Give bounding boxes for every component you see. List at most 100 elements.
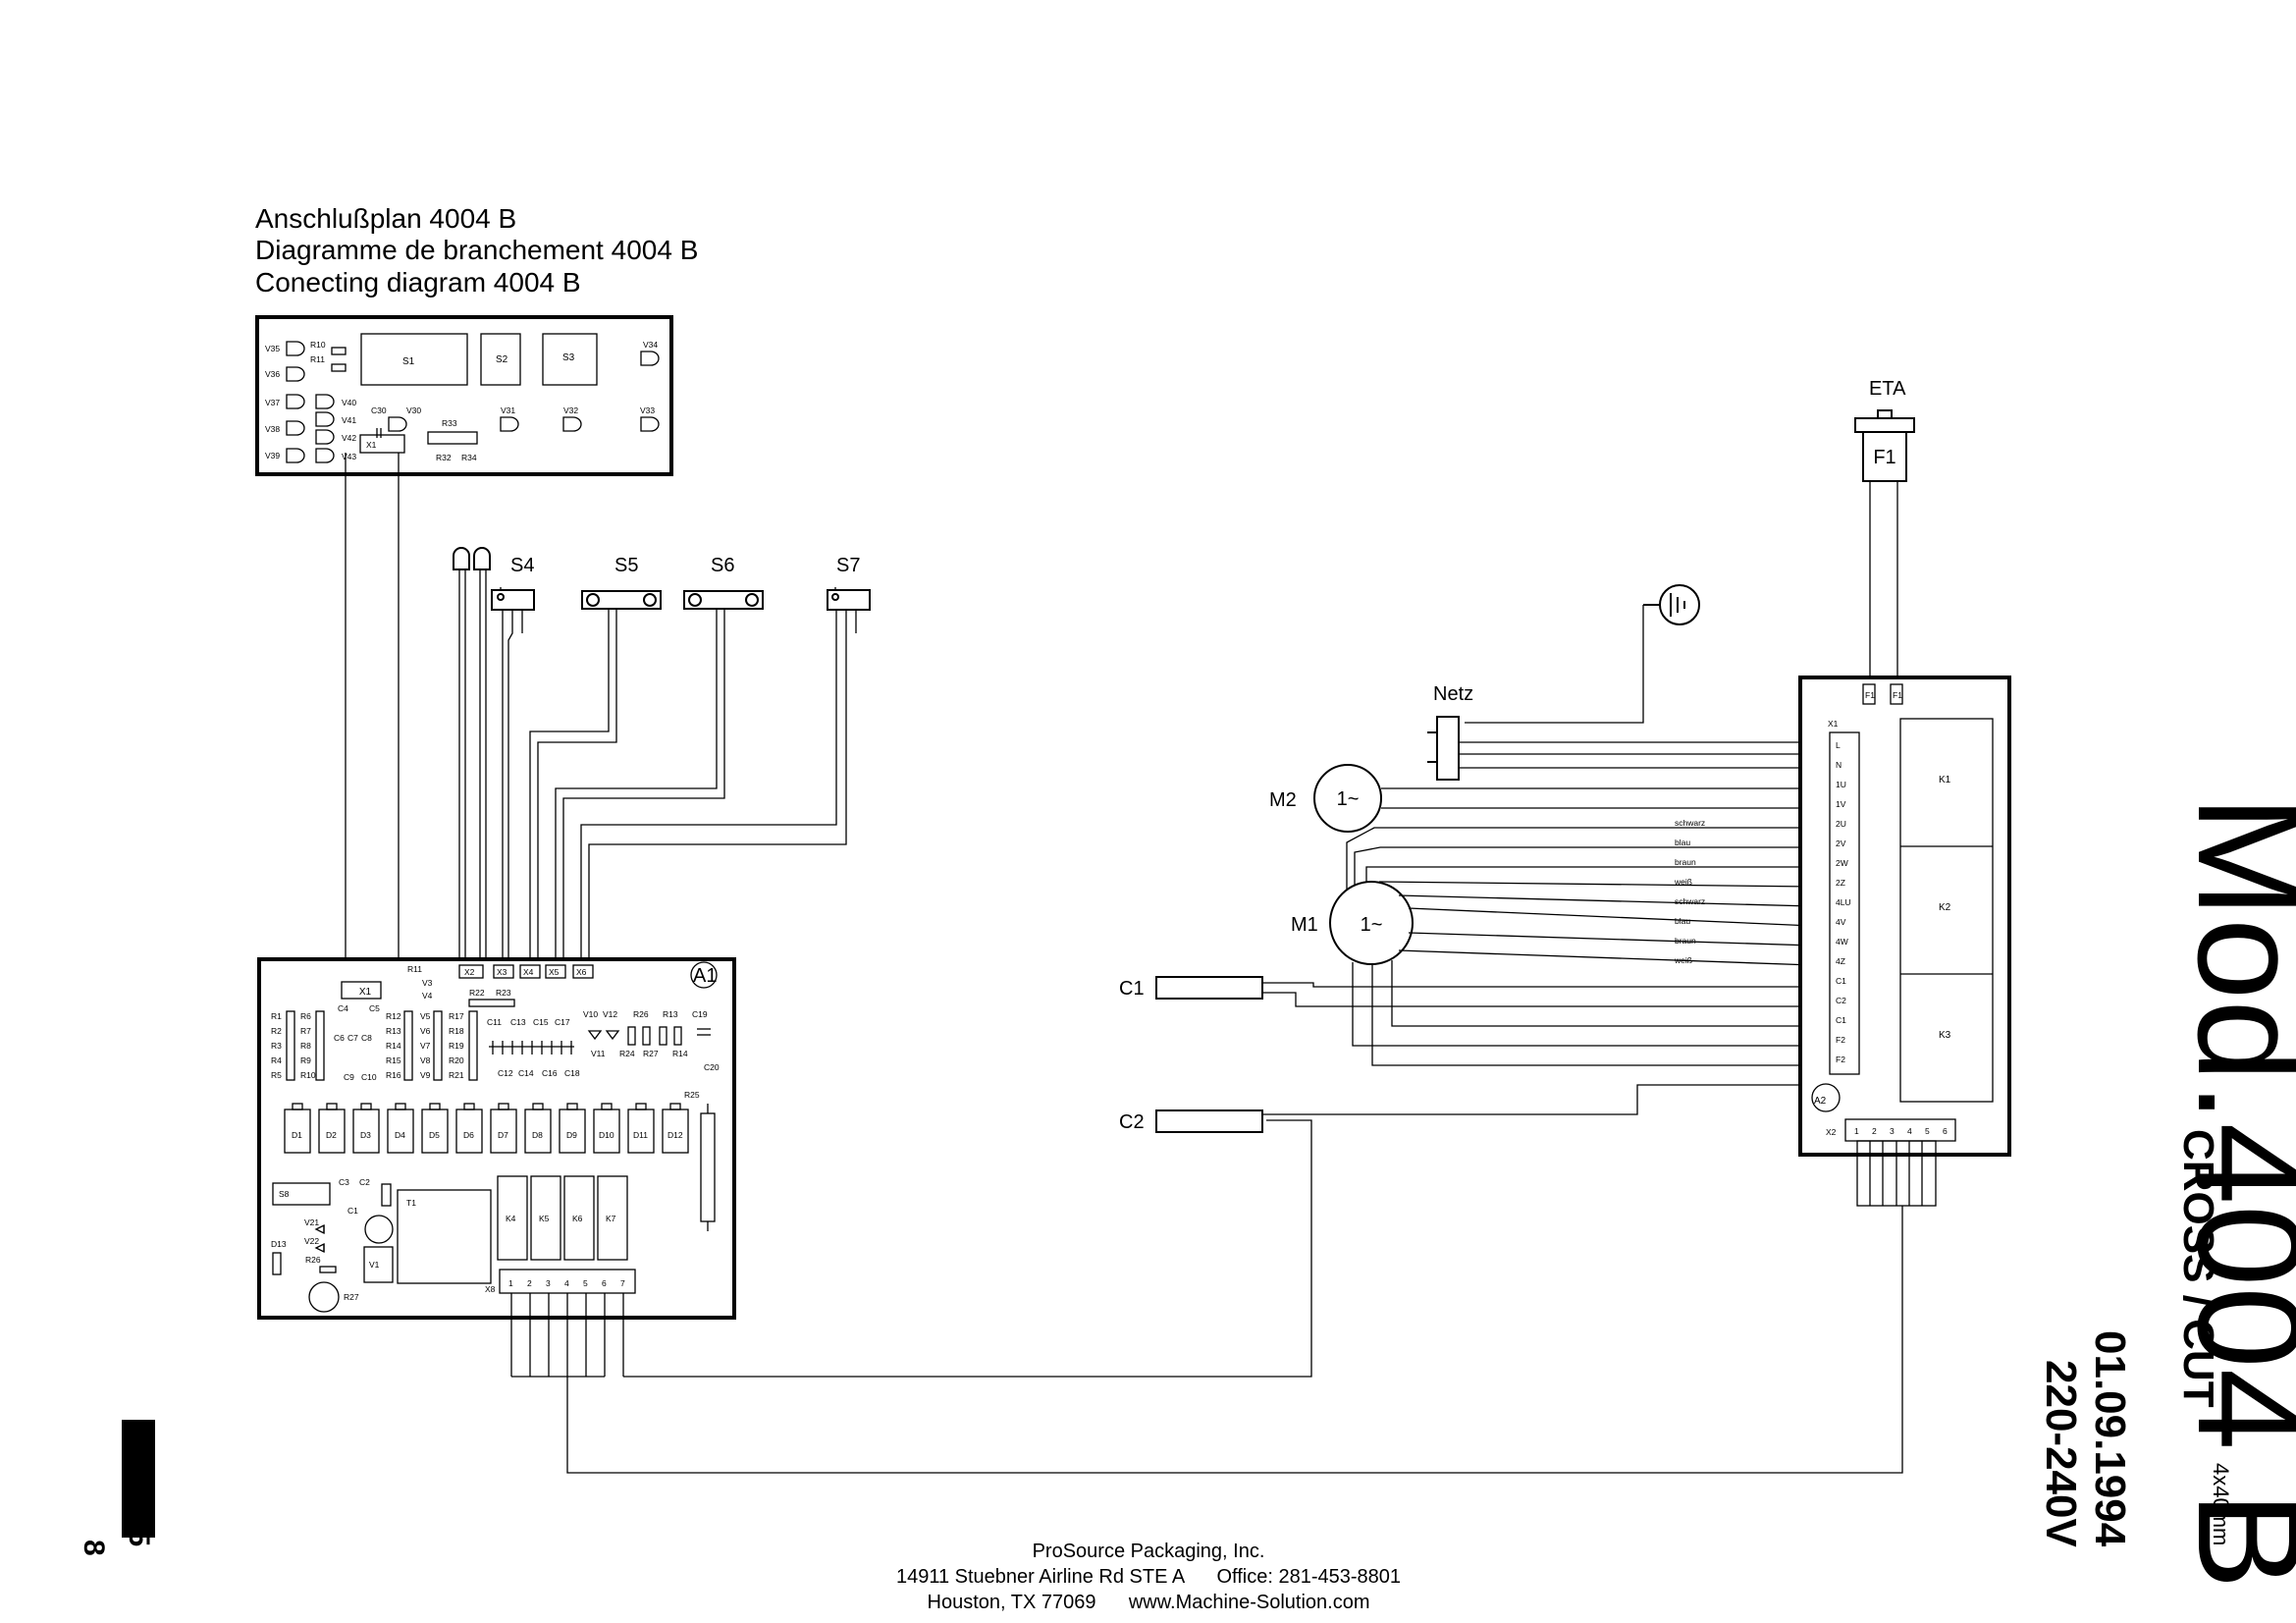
a1-r26b: R26 bbox=[305, 1255, 321, 1265]
a1-x5: X5 bbox=[549, 967, 560, 977]
page-number-group: 8 bbox=[78, 1540, 110, 1556]
a1-r13b: R13 bbox=[663, 1009, 678, 1019]
a2-terminal-label: 2W bbox=[1836, 858, 1848, 868]
a2-terminal-label: F2 bbox=[1836, 1055, 1845, 1064]
doc-number: 7004 745 bbox=[123, 1424, 155, 1546]
model-voltage: 220-240V bbox=[2037, 1360, 2085, 1547]
panel-s2: S2 bbox=[496, 354, 508, 365]
panel-v38: V38 bbox=[265, 424, 280, 434]
switch-s6 bbox=[683, 590, 764, 610]
a1-c13: C13 bbox=[510, 1017, 526, 1027]
a1-c20: C20 bbox=[704, 1062, 720, 1072]
m2-symbol: 1~ bbox=[1337, 788, 1360, 810]
a1-v9: V9 bbox=[420, 1070, 431, 1080]
diode-notch bbox=[292, 1103, 303, 1110]
a1-r26: R26 bbox=[633, 1009, 649, 1019]
title-line-2: Diagramme de branchement 4004 B bbox=[255, 235, 698, 265]
a1-r4: R4 bbox=[271, 1055, 282, 1065]
a1-k7: K7 bbox=[606, 1214, 616, 1223]
wire-color-4: weiß bbox=[1674, 877, 1692, 887]
a1-c19: C19 bbox=[692, 1009, 708, 1019]
panel-v37: V37 bbox=[265, 398, 280, 407]
a1-c9: C9 bbox=[344, 1072, 354, 1082]
a1-v22: V22 bbox=[304, 1236, 319, 1246]
a1-d11: D11 bbox=[633, 1130, 648, 1140]
x2-pin-label: 6 bbox=[1943, 1126, 1948, 1136]
a2-terminal-label: 4Z bbox=[1836, 956, 1845, 966]
a1-x6: X6 bbox=[576, 967, 587, 977]
a1-r6: R6 bbox=[300, 1011, 311, 1021]
a1-r17: R17 bbox=[449, 1011, 464, 1021]
model-title: Mod.4004 B bbox=[2167, 795, 2296, 1590]
model-date: 01.09.1994 bbox=[2086, 1330, 2134, 1547]
a2-label: A2 bbox=[1814, 1096, 1827, 1107]
a1-label: A1 bbox=[693, 965, 717, 987]
a1-r12: R12 bbox=[386, 1011, 401, 1021]
a1-d2: D2 bbox=[326, 1130, 337, 1140]
label-s7: S7 bbox=[836, 555, 860, 576]
a1-r16: R16 bbox=[386, 1070, 401, 1080]
a2-x2: X2 bbox=[1826, 1127, 1837, 1137]
a1-c8: C8 bbox=[361, 1033, 372, 1043]
model-type-group: CROSS / CUT bbox=[2174, 1129, 2222, 1408]
diode-notch bbox=[360, 1103, 372, 1110]
wire-color-8: weiß bbox=[1674, 955, 1692, 965]
a1-r21: R21 bbox=[449, 1070, 464, 1080]
model-name: Mod.4004 B bbox=[2167, 795, 2296, 1590]
a1-r9: R9 bbox=[300, 1055, 311, 1065]
a1-d12: D12 bbox=[667, 1130, 683, 1140]
a1-c7: C7 bbox=[347, 1033, 358, 1043]
diode-notch bbox=[601, 1103, 613, 1110]
a1-t1: T1 bbox=[406, 1198, 416, 1208]
panel-r11: R11 bbox=[310, 354, 325, 364]
label-m1: M1 bbox=[1291, 914, 1318, 936]
a1-d8: D8 bbox=[532, 1130, 543, 1140]
x2-pin-label: 3 bbox=[1890, 1126, 1895, 1136]
a1-r27b: R27 bbox=[344, 1292, 359, 1302]
a1-c1: C1 bbox=[347, 1206, 358, 1216]
a1-v12: V12 bbox=[603, 1009, 617, 1019]
a1-c10: C10 bbox=[361, 1072, 377, 1082]
label-m2: M2 bbox=[1269, 789, 1297, 811]
label-s6: S6 bbox=[711, 555, 734, 576]
x2-pin-label: 4 bbox=[1907, 1126, 1912, 1136]
a2-terminal-label: 1V bbox=[1836, 799, 1846, 809]
a1-r22: R22 bbox=[469, 988, 485, 998]
a1-d9: D9 bbox=[566, 1130, 577, 1140]
a1-c2: C2 bbox=[359, 1177, 370, 1187]
wire-color-3: braun bbox=[1675, 857, 1696, 867]
a2-terminal-label: 1U bbox=[1836, 780, 1846, 789]
a1-v21: V21 bbox=[304, 1217, 319, 1227]
a1-v3: V3 bbox=[422, 978, 433, 988]
a1-d7: D7 bbox=[498, 1130, 508, 1140]
a2-terminal-label: 2U bbox=[1836, 819, 1846, 829]
a1-c18: C18 bbox=[564, 1068, 580, 1078]
doc-number-group: 7004 745 bbox=[122, 1420, 155, 1546]
switch-s7 bbox=[827, 587, 871, 611]
model-voltage-group: 220-240V bbox=[2037, 1360, 2085, 1547]
x8-pin-label: 3 bbox=[546, 1278, 551, 1288]
diode-notch bbox=[566, 1103, 578, 1110]
a1-r25: R25 bbox=[684, 1090, 700, 1100]
a2-terminal-label: 2V bbox=[1836, 839, 1846, 848]
a1-r19: R19 bbox=[449, 1041, 464, 1051]
a1-r24: R24 bbox=[619, 1049, 635, 1058]
panel-v33: V33 bbox=[640, 406, 655, 415]
panel-s1: S1 bbox=[402, 356, 415, 367]
panel-v41: V41 bbox=[342, 415, 356, 425]
panel-v35: V35 bbox=[265, 344, 280, 353]
wire-color-2: blau bbox=[1675, 838, 1690, 847]
a1-c6: C6 bbox=[334, 1033, 345, 1043]
a1-r14: R14 bbox=[386, 1041, 401, 1051]
a1-v10: V10 bbox=[583, 1009, 598, 1019]
a1-v6: V6 bbox=[420, 1026, 431, 1036]
footer-company: ProSource Packaging, Inc. bbox=[1033, 1541, 1265, 1562]
a1-d5: D5 bbox=[429, 1130, 440, 1140]
a2-k1: K1 bbox=[1939, 775, 1951, 785]
label-f1: F1 bbox=[1873, 447, 1896, 468]
x2-pin-label: 2 bbox=[1872, 1126, 1877, 1136]
a1-r8: R8 bbox=[300, 1041, 311, 1051]
a2-terminal-label: L bbox=[1836, 740, 1841, 750]
a1-r23: R23 bbox=[496, 988, 511, 998]
fuse-f1: F1 bbox=[1854, 409, 1915, 482]
